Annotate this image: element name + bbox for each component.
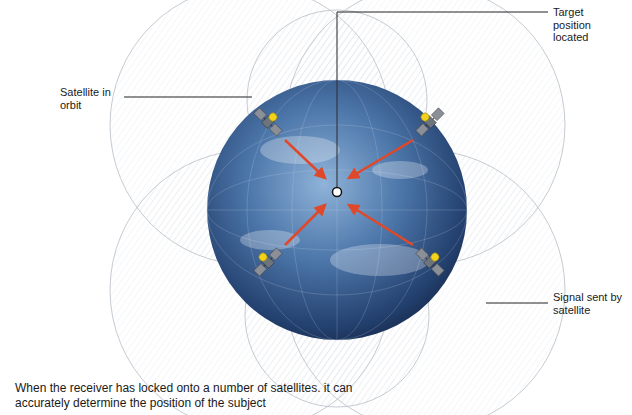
signal-arrows (285, 140, 413, 245)
signal-spheres (110, 0, 565, 415)
figure-caption: When the receiver has locked onto a numb… (15, 381, 360, 411)
satellites (249, 103, 449, 277)
callout-label: Satellite in orbit (60, 86, 122, 111)
callout-label: Target position located (553, 6, 615, 44)
callout-label: Signal sent by satellite (553, 291, 623, 316)
leader-lines (124, 12, 548, 303)
target-point (333, 188, 342, 197)
